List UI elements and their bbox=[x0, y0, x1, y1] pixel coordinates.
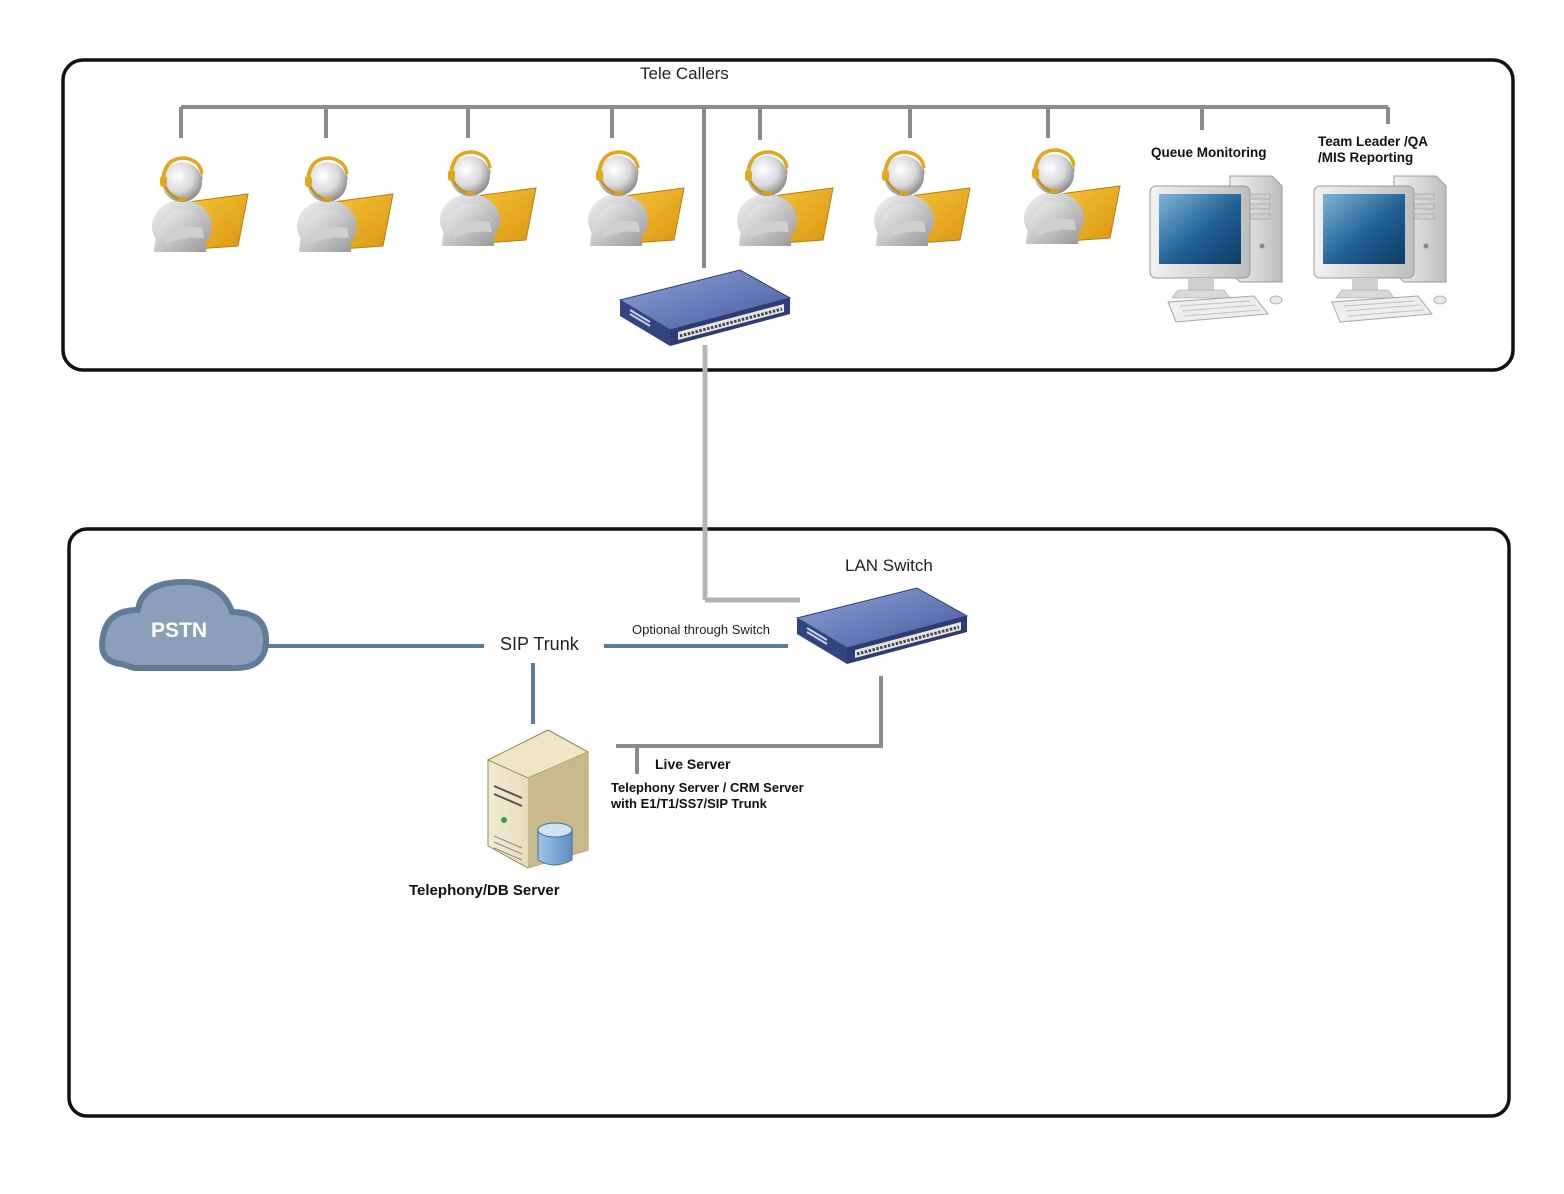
live-server-link bbox=[616, 676, 883, 774]
tele-caller-icon bbox=[586, 150, 686, 248]
trunk-lines bbox=[268, 644, 788, 724]
sip-trunk-label: SIP Trunk bbox=[500, 634, 579, 654]
tele-caller-icon bbox=[438, 150, 538, 248]
crm-server-label-line1: Telephony Server / CRM Server bbox=[611, 780, 804, 795]
live-server-label: Live Server bbox=[655, 756, 731, 772]
pstn-label: PSTN bbox=[151, 619, 208, 642]
tele-callers-frame bbox=[61, 58, 1515, 372]
tele-caller-icon bbox=[735, 150, 835, 248]
tele-caller-icon bbox=[1022, 148, 1122, 246]
optional-through-switch-label: Optional through Switch bbox=[632, 622, 771, 637]
team-leader-label-line1: Team Leader /QA bbox=[1318, 134, 1429, 149]
queue-monitoring-label: Queue Monitoring bbox=[1151, 145, 1267, 160]
tele-caller-icon bbox=[872, 150, 972, 248]
lan-switch-icon bbox=[795, 586, 969, 666]
server-icon bbox=[486, 729, 590, 869]
team-leader-label-line2: /MIS Reporting bbox=[1318, 150, 1414, 165]
server-room-frame bbox=[67, 527, 1511, 1118]
team-leader-pc-icon bbox=[1313, 175, 1447, 323]
uplink-cable bbox=[702, 345, 800, 603]
crm-server-label-line2: with E1/T1/SS7/SIP Trunk bbox=[611, 796, 767, 811]
tele-caller-icon bbox=[295, 156, 395, 254]
pstn-cloud-icon bbox=[99, 579, 269, 671]
db-server-label: Telephony/DB Server bbox=[409, 882, 560, 899]
caller-switch-icon bbox=[618, 268, 792, 348]
lan-switch-label: LAN Switch bbox=[845, 556, 933, 575]
tele-caller-icon bbox=[150, 156, 250, 254]
queue-monitoring-pc-icon bbox=[1149, 175, 1283, 323]
tele-callers-label: Tele Callers bbox=[640, 64, 729, 83]
caller-bus-line bbox=[179, 105, 1390, 268]
